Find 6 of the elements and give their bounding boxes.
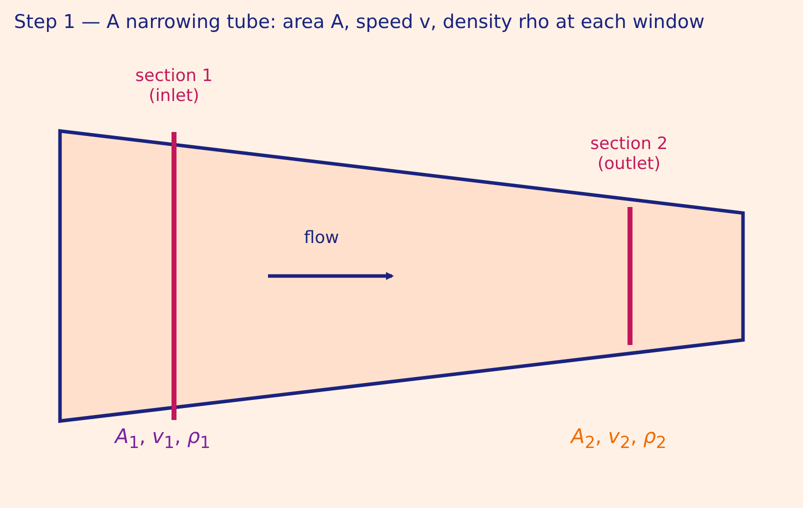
variable-label: A$_{1}$, v$_{1}$, ρ$_{1}$: [115, 424, 210, 452]
flow-label: flow: [304, 228, 340, 248]
diagram-title: Step 1 — A narrowing tube: area A, speed v, density rho at each window: [14, 11, 705, 33]
section-label: section 2 (outlet): [589, 134, 669, 174]
variable-label: A$_{2}$, v$_{2}$, ρ$_{2}$: [571, 424, 666, 452]
section-label: section 1 (inlet): [134, 66, 214, 106]
